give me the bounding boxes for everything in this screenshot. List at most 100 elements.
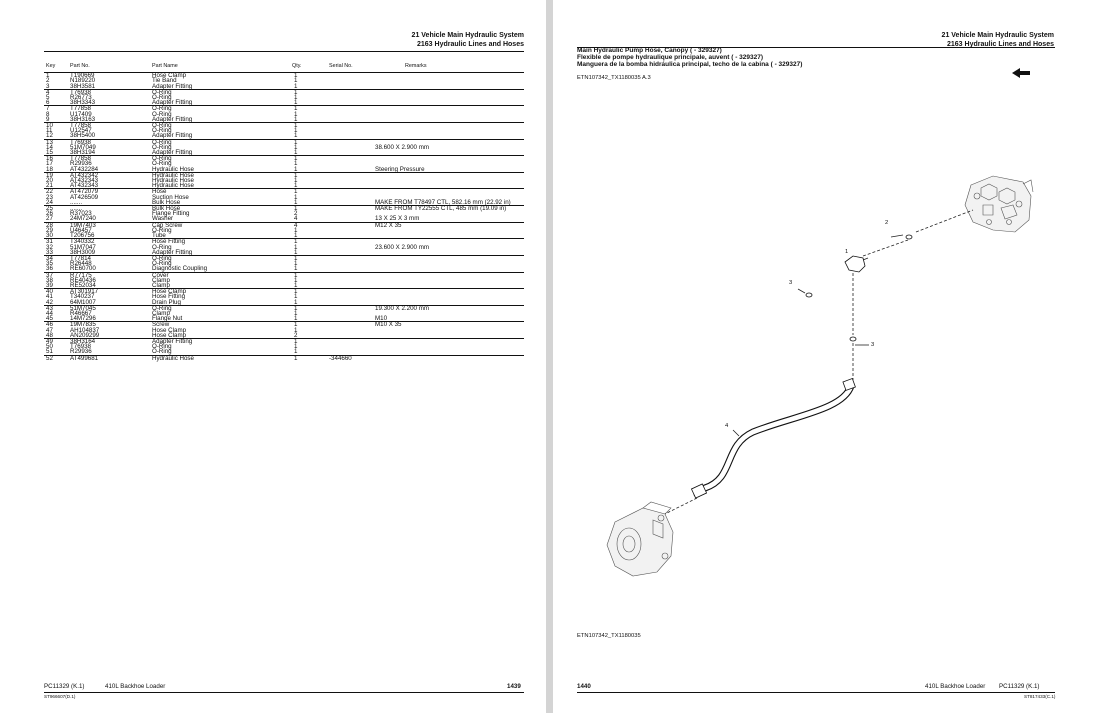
- cell-key: 1: [46, 72, 50, 80]
- cell-remarks: [375, 138, 524, 145]
- cell-qty: 1: [294, 94, 298, 102]
- cell-key: 37: [44, 271, 62, 278]
- cell-part-name: O-Ring: [152, 254, 279, 261]
- cell-qty: 1: [279, 105, 329, 112]
- cell-qty: 2: [294, 210, 298, 218]
- cell-part-no: AT499681: [62, 354, 152, 361]
- cell-key: 17: [46, 160, 53, 168]
- cell-qty: 1: [294, 127, 298, 135]
- cell-key: 7: [44, 105, 62, 112]
- cell-remarks: M12 X 35: [375, 221, 524, 228]
- callout-1: 1: [845, 249, 849, 255]
- cell-remarks: MAKE FROM T78497 CTL, 582.16 mm (22.92 i…: [375, 198, 511, 206]
- fittings: [805, 234, 913, 342]
- cell-qty: 1: [294, 243, 298, 251]
- cell-key: 12: [46, 132, 53, 140]
- cell-part-name: Cap Screw: [152, 221, 279, 228]
- cell-serial-no: [329, 188, 375, 195]
- cell-qty: 4: [279, 221, 329, 228]
- cell-part-name: Bulk Hose: [152, 205, 279, 212]
- cell-part-no: AT301917: [62, 288, 152, 295]
- cell-part-name: Suction Hose: [152, 193, 189, 201]
- page-number: 1439: [507, 683, 521, 690]
- figure-ref-bottom: ETN107342_TX1180035: [577, 633, 641, 639]
- header-rule: [577, 47, 1055, 48]
- right-page: 21 Vehicle Main Hydraulic System 2163 Hy…: [553, 0, 1100, 713]
- cell-part-no: 38H5400: [70, 132, 96, 140]
- col-serial: Serial No.: [329, 63, 375, 74]
- cell-qty: 1: [294, 72, 298, 80]
- cell-remarks: 38.600 X 2.900 mm: [375, 143, 430, 151]
- cell-part-name: O-Ring: [152, 127, 172, 135]
- o-ring: [805, 292, 813, 298]
- cell-part-name: Hose Fitting: [152, 293, 186, 301]
- cell-part-name: O-Ring: [152, 160, 172, 168]
- cell-part-no: T76938: [62, 138, 152, 145]
- cell-part-no: 24M7240: [70, 215, 96, 223]
- doc-code: ST817433(C.1): [1024, 694, 1056, 699]
- cell-key: 19: [44, 171, 62, 178]
- cell-part-name: O-Ring: [152, 122, 279, 128]
- cell-part-name: Bulk Hose: [152, 198, 181, 206]
- cell-key: 22: [44, 188, 62, 195]
- cell-serial-no: [329, 221, 375, 228]
- cell-part-name: O-Ring: [152, 348, 172, 356]
- cell-part-no: AT432343: [70, 182, 99, 190]
- cell-qty: 1: [294, 77, 298, 85]
- cell-part-name: Clamp: [152, 309, 170, 317]
- cell-part-no: T340332: [62, 238, 152, 245]
- cell-qty: 1: [294, 99, 298, 107]
- page-header: 21 Vehicle Main Hydraulic System 2163 Hy…: [412, 31, 524, 49]
- cell-key: 44: [46, 309, 53, 317]
- cell-part-name: Hose Fitting: [152, 238, 279, 245]
- cell-key: 3: [46, 82, 50, 90]
- hose: [690, 378, 856, 499]
- cell-part-name: Clamp: [152, 276, 170, 284]
- cell-qty: 1: [294, 315, 298, 323]
- cell-part-no: 38H3194: [70, 149, 96, 157]
- cell-part-name: Hydraulic Hose: [152, 171, 279, 178]
- cell-qty: 1: [294, 160, 298, 168]
- cell-qty: 1: [294, 193, 298, 201]
- cell-part-no: AT432284: [70, 165, 99, 173]
- cell-remarks: [375, 105, 524, 112]
- cell-part-name: Flange Fitting: [152, 210, 190, 218]
- cell-part-no: .......: [70, 198, 83, 206]
- cell-part-no: 51M7049: [70, 143, 96, 151]
- cell-part-name: Hose Clamp: [152, 331, 187, 339]
- cell-part-no: T77858: [62, 105, 152, 112]
- cell-remarks: [375, 122, 524, 129]
- figure-ref-top: ETN107342_TX1180035 A.3: [577, 75, 651, 81]
- cell-key: 24: [46, 198, 53, 206]
- cell-remarks: [375, 238, 524, 245]
- cell-key: 39: [46, 281, 53, 289]
- cell-key: 47: [46, 326, 53, 334]
- cell-key: 8: [46, 110, 50, 118]
- cell-part-name: Hydraulic Hose: [152, 182, 194, 190]
- figure-title: Main Hydraulic Pump Hose, Canopy ( - 329…: [577, 47, 802, 68]
- cell-key: 27: [46, 215, 53, 223]
- cell-part-no: AT432342: [62, 171, 152, 178]
- cell-part-name: O-Ring: [152, 226, 172, 234]
- cell-key: 52: [44, 354, 62, 361]
- model-name: 410L Backhoe Loader: [925, 683, 986, 690]
- cell-qty: 4: [294, 215, 298, 223]
- col-qty: Qty.: [279, 63, 329, 74]
